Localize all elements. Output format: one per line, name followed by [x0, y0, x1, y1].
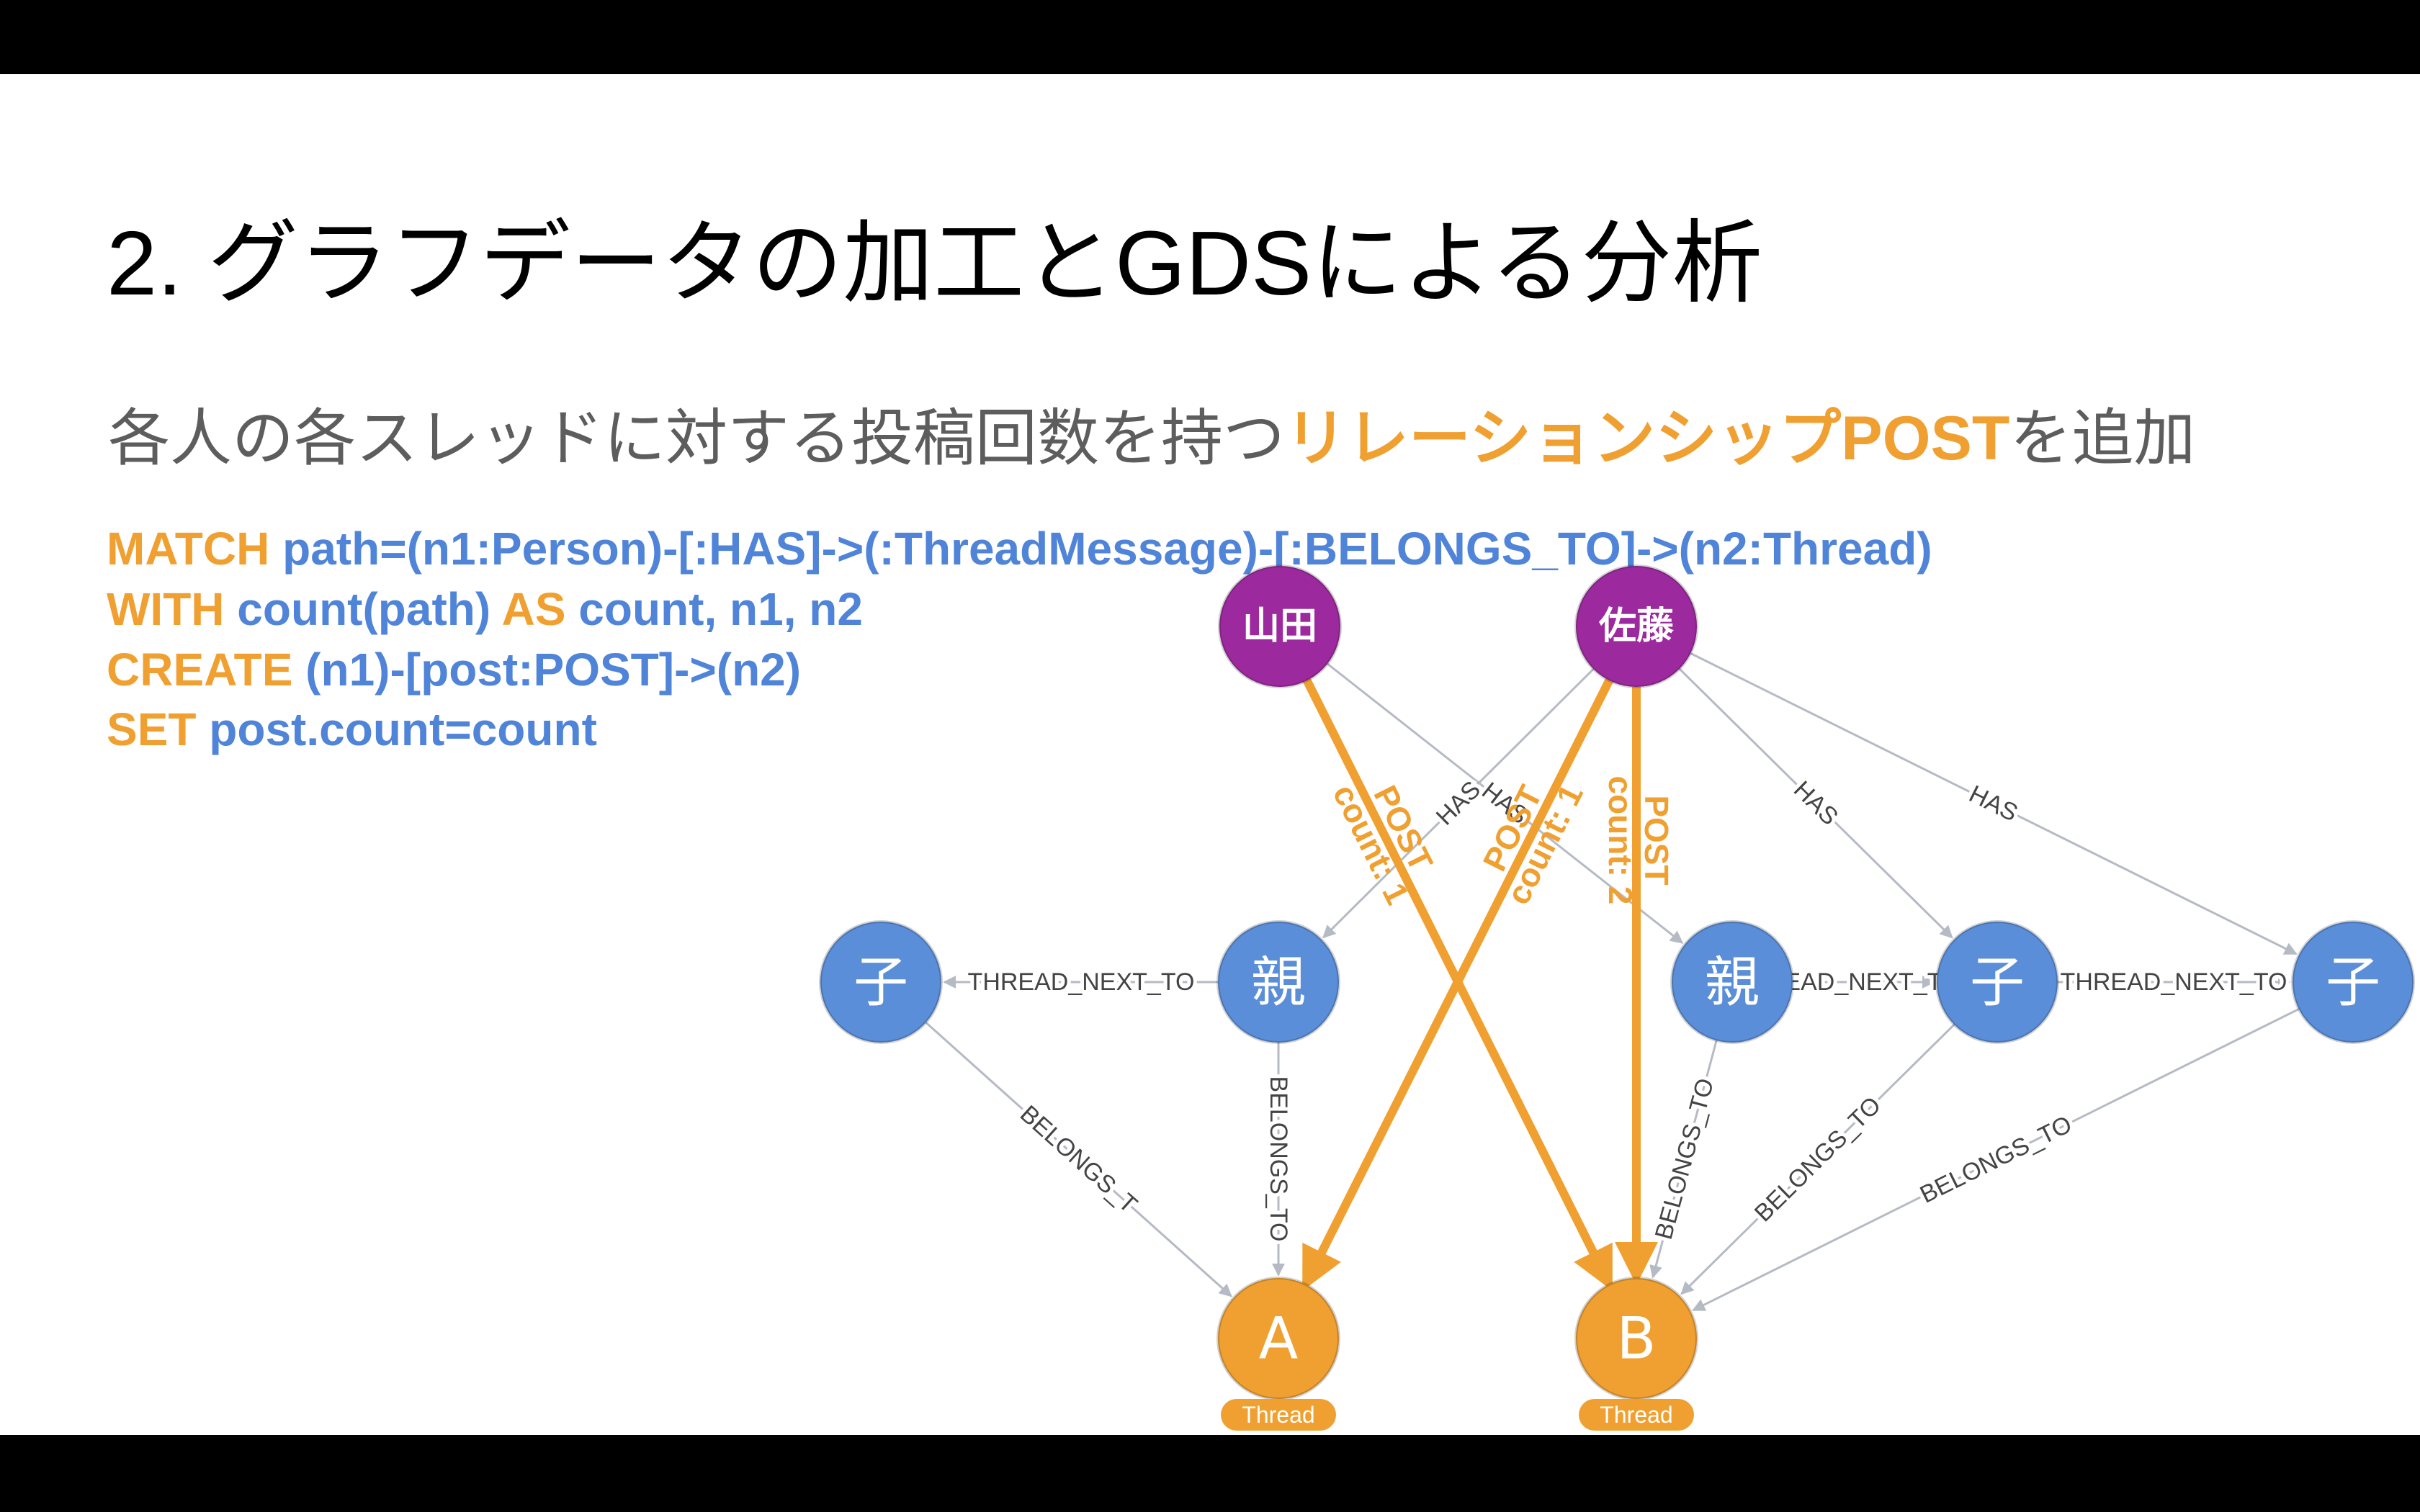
slide-title: 2. グラフデータの加工とGDSによる分析: [107, 212, 1763, 314]
code-keyword: SET: [107, 703, 197, 755]
node-tag-pill: [1579, 1399, 1694, 1431]
code-text: count(path): [237, 583, 491, 635]
edge-belongs-to: BELONGS_TO: [1692, 1008, 2300, 1312]
code-keyword: MATCH: [107, 523, 270, 575]
code-line-with: WITH count(path) AS count, n1, n2: [107, 586, 863, 632]
code-text: path=(n1:Person)-[:HAS]->(:ThreadMessage…: [282, 523, 1932, 575]
node-circle: [1216, 920, 1340, 1044]
node-circle: [1574, 564, 1698, 688]
node-label: B: [1617, 1305, 1657, 1372]
subtitle-highlight: リレーションシップPOST: [1285, 404, 2010, 473]
edge-line: [1690, 652, 2298, 955]
post-edge-label: POSTcount: 1: [1326, 762, 1449, 911]
edge-label: THREAD_NEXT_TO: [2061, 968, 2287, 996]
node-label: 佐藤: [1598, 605, 1675, 648]
node-label: 親: [1705, 950, 1760, 1014]
nodes-layer: 山田 佐藤子 親 親 子 子 A Thread B Thread: [819, 564, 2415, 1431]
node-circle: [1670, 920, 1794, 1044]
node-circle: [1218, 564, 1342, 688]
code-keyword-as: AS: [501, 583, 566, 635]
post-edge-label: POSTcount: 2: [1602, 775, 1675, 904]
post-count-label: count: 2: [1602, 775, 1639, 904]
edge-thread-next-to: EAD_NEXT_T: [1780, 965, 1945, 999]
node-yamada[interactable]: 山田: [1218, 564, 1342, 688]
edge-label: BELONGS_TO: [1265, 1076, 1292, 1242]
edge-belongs-to: BELONGS_TO: [1646, 1040, 1723, 1279]
edge-line: [925, 1021, 1232, 1297]
edge-belongs-to: BELONGS_T: [925, 1021, 1232, 1297]
node-child3[interactable]: 子: [2291, 920, 2415, 1044]
node-label: 子: [1970, 950, 2025, 1014]
node-label: 子: [853, 950, 908, 1014]
node-threadB[interactable]: B Thread: [1574, 1277, 1698, 1431]
node-label: A: [1259, 1305, 1299, 1372]
post-type-label: POST: [1638, 795, 1675, 885]
edge-line: [1322, 668, 1595, 939]
node-label: 子: [2326, 950, 2380, 1014]
node-tag-pill: [1221, 1399, 1336, 1431]
node-tag-label: Thread: [1242, 1402, 1314, 1428]
edge-line: [1327, 662, 1684, 944]
node-circle: [819, 920, 943, 1044]
node-label: 山田: [1242, 605, 1317, 648]
edge-belongs-to: BELONGS_TO: [1680, 1023, 1955, 1295]
post-edge: POSTcount: 1: [1302, 678, 1613, 1291]
edge-belongs-to: BELONGS_TO: [1261, 1043, 1296, 1277]
subtitle-prefix: 各人の各スレッドに対する投稿回数を持つ: [108, 404, 1285, 473]
node-parent1[interactable]: 親: [1216, 920, 1340, 1044]
edge-thread-next-to: THREAD_NEXT_TO: [943, 965, 1218, 999]
post-edge-line: [1302, 678, 1613, 1291]
edge-has: HAS: [1678, 667, 1953, 939]
edge-label: BELONGS_TO: [1749, 1092, 1886, 1228]
node-sato[interactable]: 佐藤: [1574, 564, 1698, 688]
slide: 2. グラフデータの加工とGDSによる分析 各人の各スレッドに対する投稿回数を持…: [0, 74, 2420, 1435]
edge-label: EAD_NEXT_T: [1784, 968, 1942, 996]
edge-has: HAS: [1690, 652, 2298, 955]
code-line-create: CREATE (n1)-[post:POST]->(n2): [107, 647, 801, 693]
edge-line: [1649, 1040, 1718, 1279]
edge-line: [1692, 1008, 2300, 1312]
post-edge: POSTcount: 2: [1602, 687, 1675, 1285]
code-text: post.count=count: [209, 703, 597, 755]
edge-label: BELONGS_TO: [1916, 1110, 2076, 1208]
subtitle-suffix: を追加: [2009, 404, 2196, 473]
node-circle: [2291, 920, 2415, 1044]
code-keyword: CREATE: [107, 644, 293, 696]
node-circle: [1935, 920, 2059, 1044]
node-tag-label: Thread: [1600, 1402, 1672, 1428]
post-edge-label: POSTcount: 1: [1466, 762, 1590, 911]
edge-label: THREAD_NEXT_TO: [968, 968, 1195, 996]
edge-label: BELONGS_T: [1015, 1100, 1142, 1219]
node-parent2[interactable]: 親: [1670, 920, 1794, 1044]
edge-label: HAS: [1965, 780, 2022, 827]
code-line-set: SET post.count=count: [107, 706, 597, 752]
node-child1[interactable]: 子: [819, 920, 943, 1044]
code-keyword: WITH: [107, 583, 225, 635]
code-text: count, n1, n2: [578, 583, 863, 635]
code-text: (n1)-[post:POST]->(n2): [305, 644, 802, 696]
node-child2[interactable]: 子: [1935, 920, 2059, 1044]
code-line-match: MATCH path=(n1:Person)-[:HAS]->(:ThreadM…: [107, 526, 1932, 572]
node-threadA[interactable]: A Thread: [1216, 1277, 1340, 1431]
edge-label: BELONGS_TO: [1650, 1076, 1719, 1243]
edge-line: [1678, 667, 1953, 939]
edge-line: [1680, 1023, 1955, 1295]
slide-subtitle: 各人の各スレッドに対する投稿回数を持つリレーションシップPOSTを追加: [108, 408, 2195, 469]
node-label: 親: [1251, 950, 1306, 1014]
edge-thread-next-to: THREAD_NEXT_TO: [2057, 965, 2291, 999]
